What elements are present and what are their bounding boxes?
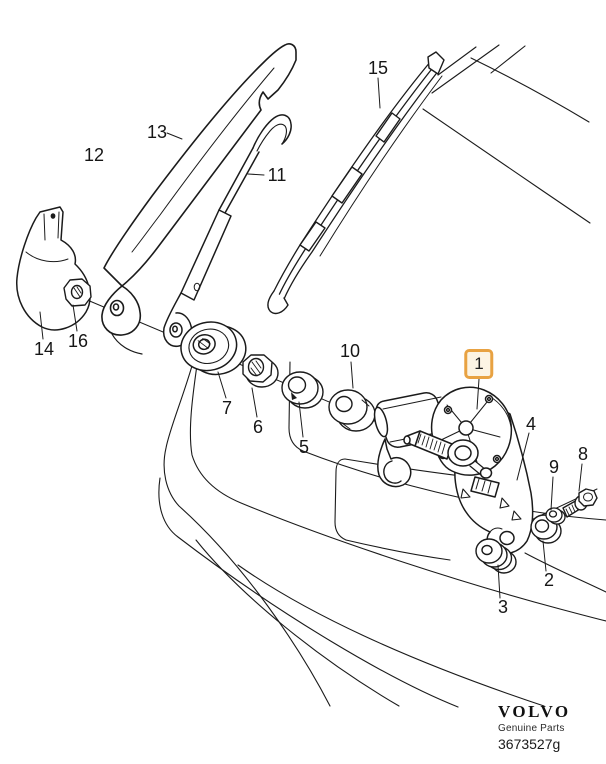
callout-14[interactable]: 14 bbox=[33, 339, 55, 359]
part-7-grommet bbox=[180, 321, 247, 376]
diagram-part-number: 3673527g bbox=[498, 736, 561, 752]
callout-8[interactable]: 8 bbox=[577, 444, 589, 464]
callout-12[interactable]: 12 bbox=[83, 145, 105, 165]
part-14-cover bbox=[16, 206, 91, 331]
part-1-wiper-motor bbox=[373, 386, 513, 498]
callout-15[interactable]: 15 bbox=[367, 58, 389, 78]
tailgate-outline bbox=[158, 351, 606, 708]
roof-spoiler-lines bbox=[422, 44, 591, 224]
leader-lines bbox=[39, 77, 583, 599]
part-6-nut bbox=[242, 354, 279, 388]
part-12-13-wiper-arm bbox=[101, 43, 297, 355]
part-8-bolt bbox=[562, 488, 598, 518]
callout-16[interactable]: 16 bbox=[67, 331, 89, 351]
callout-11[interactable]: 11 bbox=[267, 165, 287, 185]
part-11-arm-rod bbox=[162, 114, 292, 348]
callout-4[interactable]: 4 bbox=[525, 414, 537, 434]
part-9-washer bbox=[545, 507, 566, 525]
callout-10[interactable]: 10 bbox=[339, 341, 361, 361]
callout-7[interactable]: 7 bbox=[221, 398, 233, 418]
part-10-grommet bbox=[328, 389, 376, 432]
callout-6[interactable]: 6 bbox=[252, 417, 264, 437]
part-15-wiper-blade bbox=[267, 51, 445, 315]
callout-3[interactable]: 3 bbox=[497, 597, 509, 617]
part-5-washer bbox=[281, 371, 324, 409]
callout-1[interactable]: 1 bbox=[464, 349, 494, 379]
part-16-nut bbox=[63, 278, 92, 307]
brand-tagline: Genuine Parts bbox=[498, 723, 565, 734]
callout-2[interactable]: 2 bbox=[543, 570, 555, 590]
callout-13[interactable]: 13 bbox=[146, 122, 168, 142]
callout-9[interactable]: 9 bbox=[548, 457, 560, 477]
callout-5[interactable]: 5 bbox=[298, 437, 310, 457]
volvo-logo: VOLVO bbox=[498, 702, 571, 721]
brand-block: VOLVO Genuine Parts 3673527g bbox=[498, 702, 603, 752]
